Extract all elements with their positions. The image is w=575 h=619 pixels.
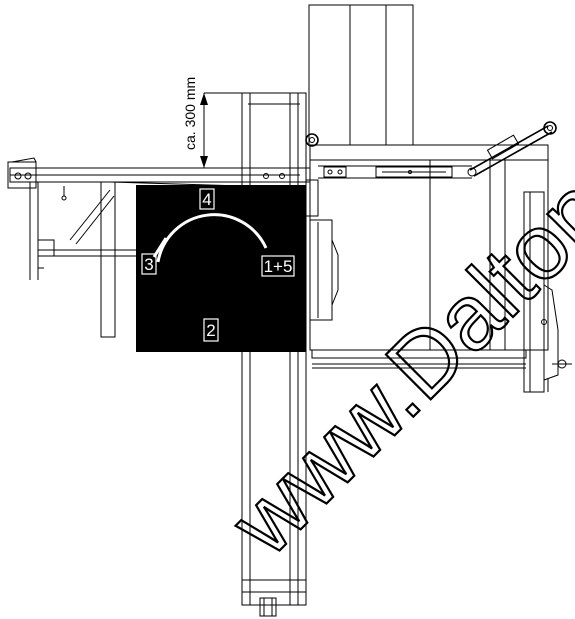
top-housing <box>308 4 414 146</box>
sliding-table-beam <box>7 157 311 338</box>
work-zone <box>136 185 306 352</box>
top-knob <box>305 133 319 147</box>
svg-text:1+5: 1+5 <box>264 257 293 276</box>
zone-label-4: 4 <box>199 188 215 210</box>
zone-label-3: 3 <box>141 253 157 275</box>
svg-text:4: 4 <box>202 190 211 209</box>
dimension-marker: ca. 300 mm <box>182 77 250 168</box>
cross-bar <box>318 165 472 179</box>
svg-text:3: 3 <box>144 255 153 274</box>
outrigger <box>523 191 572 393</box>
lower-rail <box>311 349 527 369</box>
zone-label-2: 2 <box>203 318 219 342</box>
svg-text:2: 2 <box>206 321 215 340</box>
dimension-label: ca. 300 mm <box>182 77 198 150</box>
pivot-arm <box>467 121 557 177</box>
zone-label-1-plus-5: 1+5 <box>261 255 295 277</box>
